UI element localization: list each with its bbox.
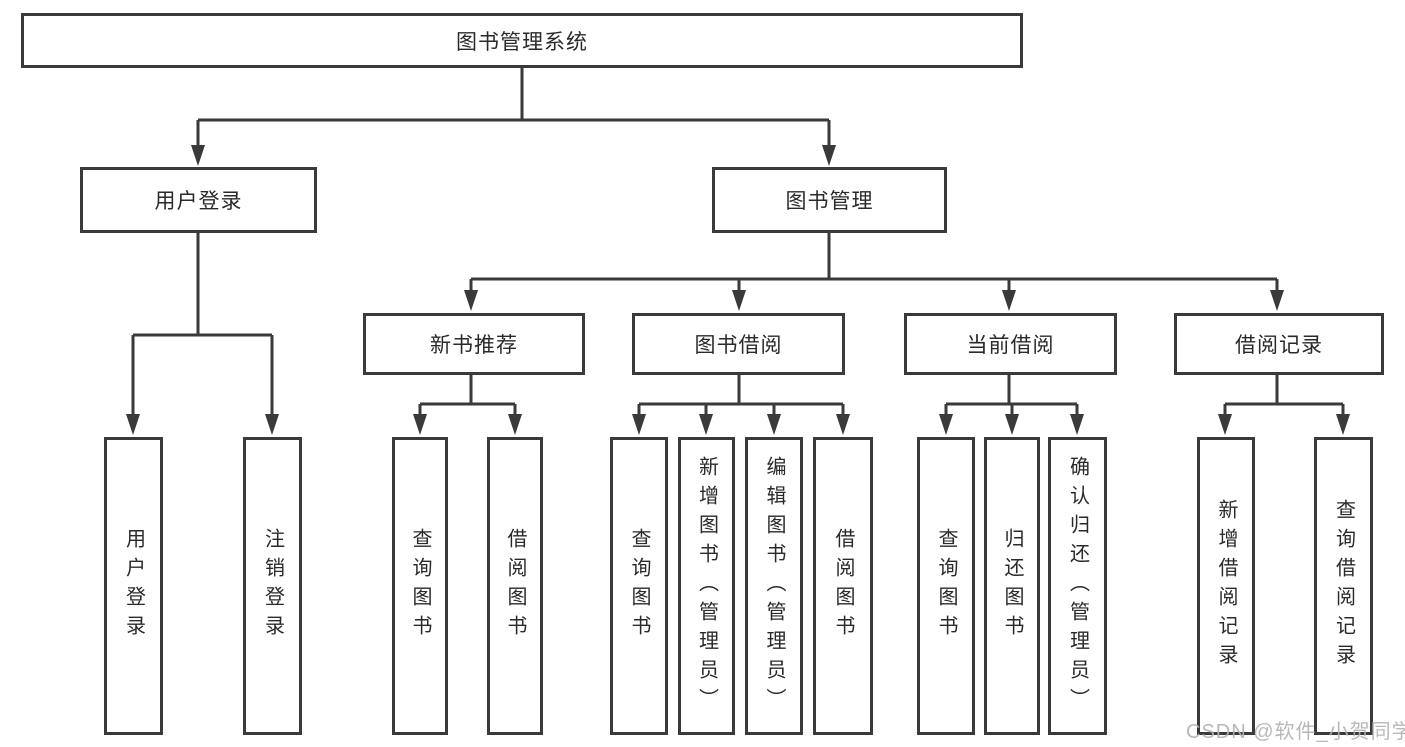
csdn-watermark: CSDN @软件_小贺同学 [1186,721,1405,743]
node-current-borrowing: 当前借阅 [904,313,1117,375]
leaf-nbr-borrow-books: 借阅图书 [487,437,543,735]
node-book-borrowing: 图书借阅 [632,313,845,375]
node-root: 图书管理系统 [21,13,1023,68]
node-book-management: 图书管理 [712,167,947,233]
leaf-bb-borrow-books: 借阅图书 [813,437,873,735]
leaf-cb-confirm-return-admin: 确认归还（管理员） [1048,437,1107,735]
leaf-bb-query-books: 查询图书 [610,437,668,735]
leaf-bb-edit-books-admin: 编辑图书（管理员） [745,437,803,735]
leaf-br-query-borrow-record: 查询借阅记录 [1314,437,1373,735]
leaf-cb-query-books: 查询图书 [917,437,975,735]
arrowheads [126,145,1350,435]
node-new-book-recommend: 新书推荐 [363,313,585,375]
node-borrowing-records: 借阅记录 [1174,313,1384,375]
leaf-logout-login: 注销登录 [243,437,302,735]
leaf-cb-return-books: 归还图书 [984,437,1040,735]
leaf-br-add-borrow-record: 新增借阅记录 [1197,437,1255,735]
leaf-nbr-query-books: 查询图书 [392,437,448,735]
leaf-bb-add-books-admin: 新增图书（管理员） [678,437,735,735]
node-user-login: 用户登录 [80,167,317,233]
leaf-user-login: 用户登录 [104,437,163,735]
